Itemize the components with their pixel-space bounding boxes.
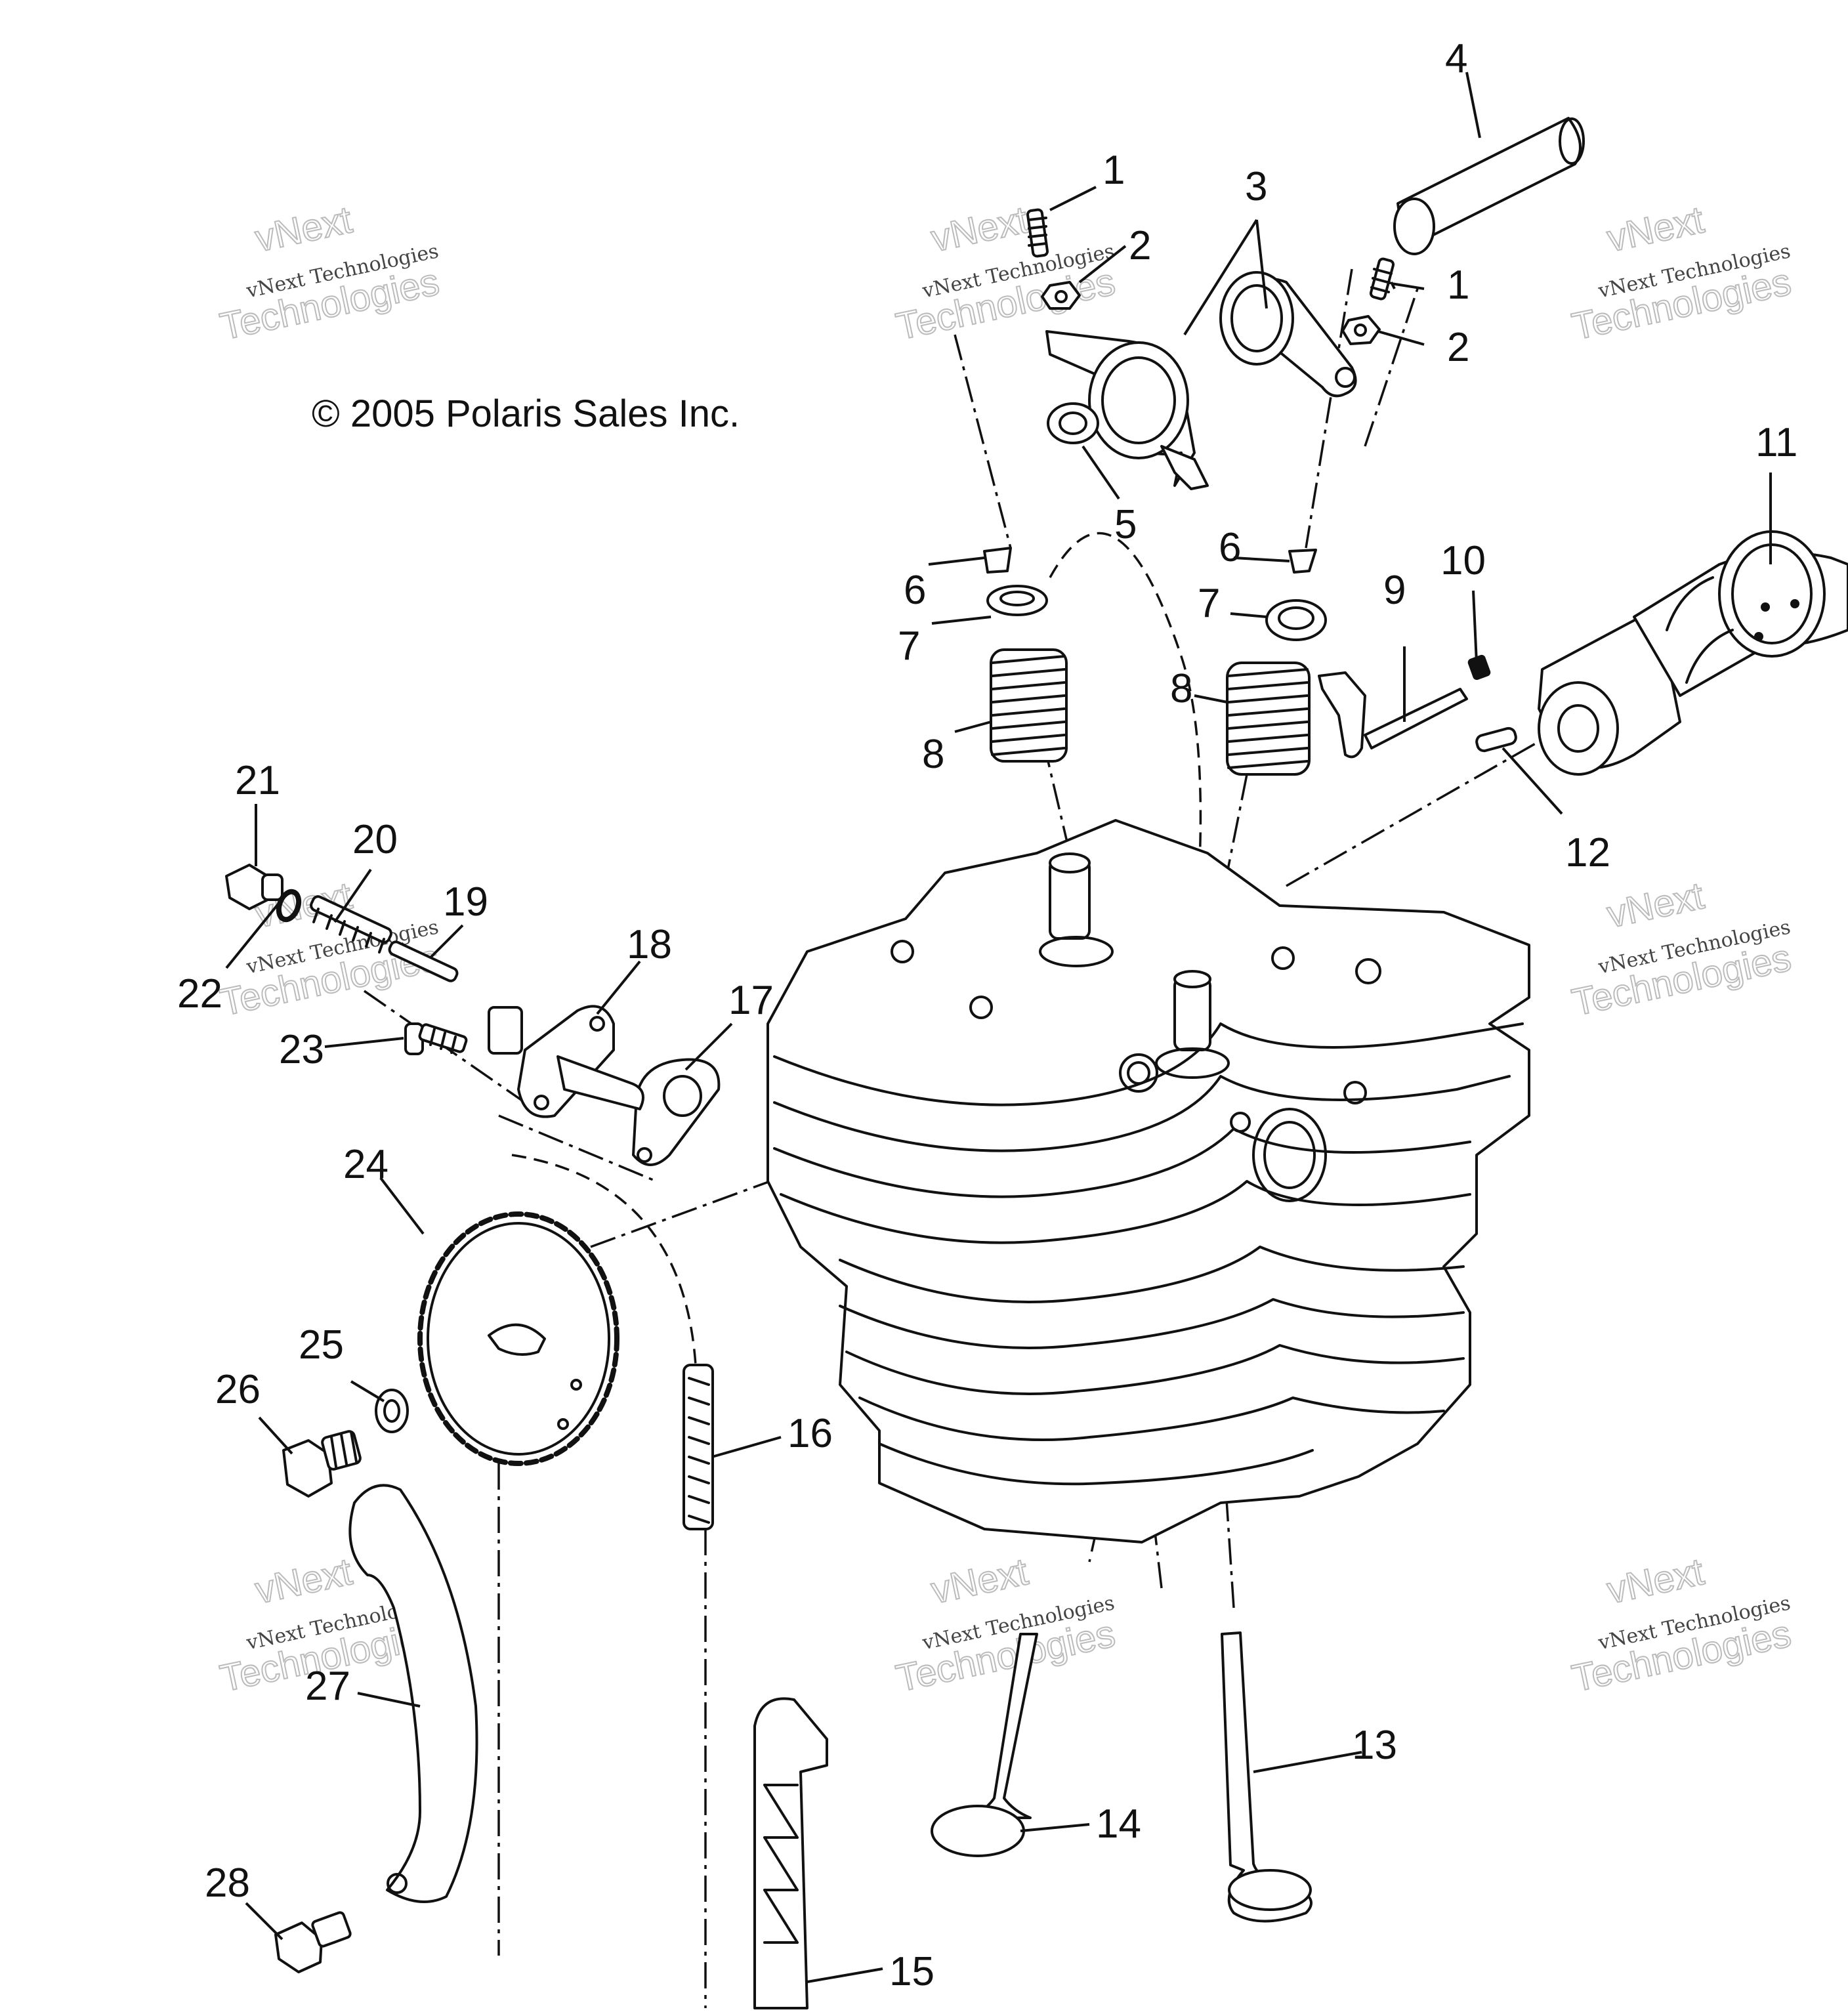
part-14-valve xyxy=(931,1633,1038,1857)
copyright-text: © 2005 Polaris Sales Inc. xyxy=(312,392,740,435)
cylinder-head xyxy=(766,819,1530,1544)
part-19-rod xyxy=(388,940,459,982)
callout-23: 23 xyxy=(279,1027,324,1072)
callout-7: 7 xyxy=(1198,581,1220,626)
part-6-valve-keeper xyxy=(983,547,1317,574)
svg-text:vNext: vNext xyxy=(927,198,1032,260)
part-18-tensioner xyxy=(488,1005,644,1118)
part-12-dowel-pin xyxy=(1475,726,1517,753)
svg-text:vNext: vNext xyxy=(251,1550,356,1612)
callout-9: 9 xyxy=(1383,568,1406,613)
part-9-decompression-lever xyxy=(1318,671,1468,759)
callout-24: 24 xyxy=(343,1142,388,1187)
callout-20: 20 xyxy=(352,817,398,862)
callout-13: 13 xyxy=(1352,1723,1397,1768)
part-20-spring xyxy=(310,895,392,954)
part-26-bolt xyxy=(282,1430,362,1498)
callout-2: 2 xyxy=(1447,325,1469,370)
callout-12: 12 xyxy=(1565,830,1610,875)
callout-27: 27 xyxy=(305,1664,350,1709)
part-11-camshaft xyxy=(1538,530,1848,776)
part-8-valve-spring xyxy=(990,648,1311,776)
callout-26: 26 xyxy=(215,1367,261,1412)
callout-18: 18 xyxy=(627,922,672,967)
svg-text:vNext: vNext xyxy=(251,198,356,260)
part-24-cam-sprocket xyxy=(417,1211,620,1466)
part-23-bolt xyxy=(404,1022,468,1055)
callout-8: 8 xyxy=(922,732,944,777)
callout-2: 2 xyxy=(1129,223,1151,268)
callout-19: 19 xyxy=(443,879,488,925)
callout-3: 3 xyxy=(1245,164,1267,209)
svg-text:vNext: vNext xyxy=(927,1550,1032,1612)
callout-6: 6 xyxy=(904,568,926,613)
part-25-washer xyxy=(375,1389,409,1433)
svg-text:vNext: vNext xyxy=(1603,198,1708,260)
callout-5: 5 xyxy=(1114,502,1137,547)
callout-22: 22 xyxy=(177,971,222,1017)
callout-17: 17 xyxy=(728,978,774,1023)
leader-lines xyxy=(225,72,1772,1983)
callout-25: 25 xyxy=(299,1322,344,1368)
callout-1: 1 xyxy=(1447,262,1469,308)
callout-6: 6 xyxy=(1219,525,1241,570)
callout-16: 16 xyxy=(788,1411,833,1456)
callout-10: 10 xyxy=(1440,538,1486,583)
callout-11: 11 xyxy=(1755,420,1797,465)
part-16-cam-chain xyxy=(682,1364,714,1530)
part-21-cap-bolt xyxy=(225,864,284,910)
part-2-nut xyxy=(1041,281,1381,345)
svg-text:vNext: vNext xyxy=(1603,1550,1708,1612)
part-7-spring-retainer xyxy=(986,585,1327,641)
callout-14: 14 xyxy=(1096,1801,1141,1847)
part-17-gasket xyxy=(632,1058,721,1166)
part-27-chain-guide xyxy=(348,1484,478,1903)
part-1-stud xyxy=(1026,208,1395,301)
callout-7: 7 xyxy=(898,623,920,669)
part-3-rocker-arm xyxy=(1045,271,1357,490)
part-10-spring xyxy=(1467,654,1491,681)
svg-text:vNext: vNext xyxy=(1603,874,1708,936)
part-4-rocker-shaft xyxy=(1393,117,1585,255)
callout-15: 15 xyxy=(889,1949,934,1994)
callout-4: 4 xyxy=(1445,36,1467,81)
callout-1: 1 xyxy=(1102,148,1125,193)
part-5-washer xyxy=(1047,402,1099,444)
part-13-valve xyxy=(1221,1631,1312,1923)
part-15-chain-guide xyxy=(753,1697,828,2009)
callout-21: 21 xyxy=(235,758,280,803)
callout-28: 28 xyxy=(205,1860,250,1906)
callout-8: 8 xyxy=(1170,666,1192,711)
part-28-bolt xyxy=(274,1911,352,1973)
callout-labels: 1 1 2 2 3 4 5 6 6 7 7 8 8 9 10 11 12 13 … xyxy=(177,36,1797,1994)
